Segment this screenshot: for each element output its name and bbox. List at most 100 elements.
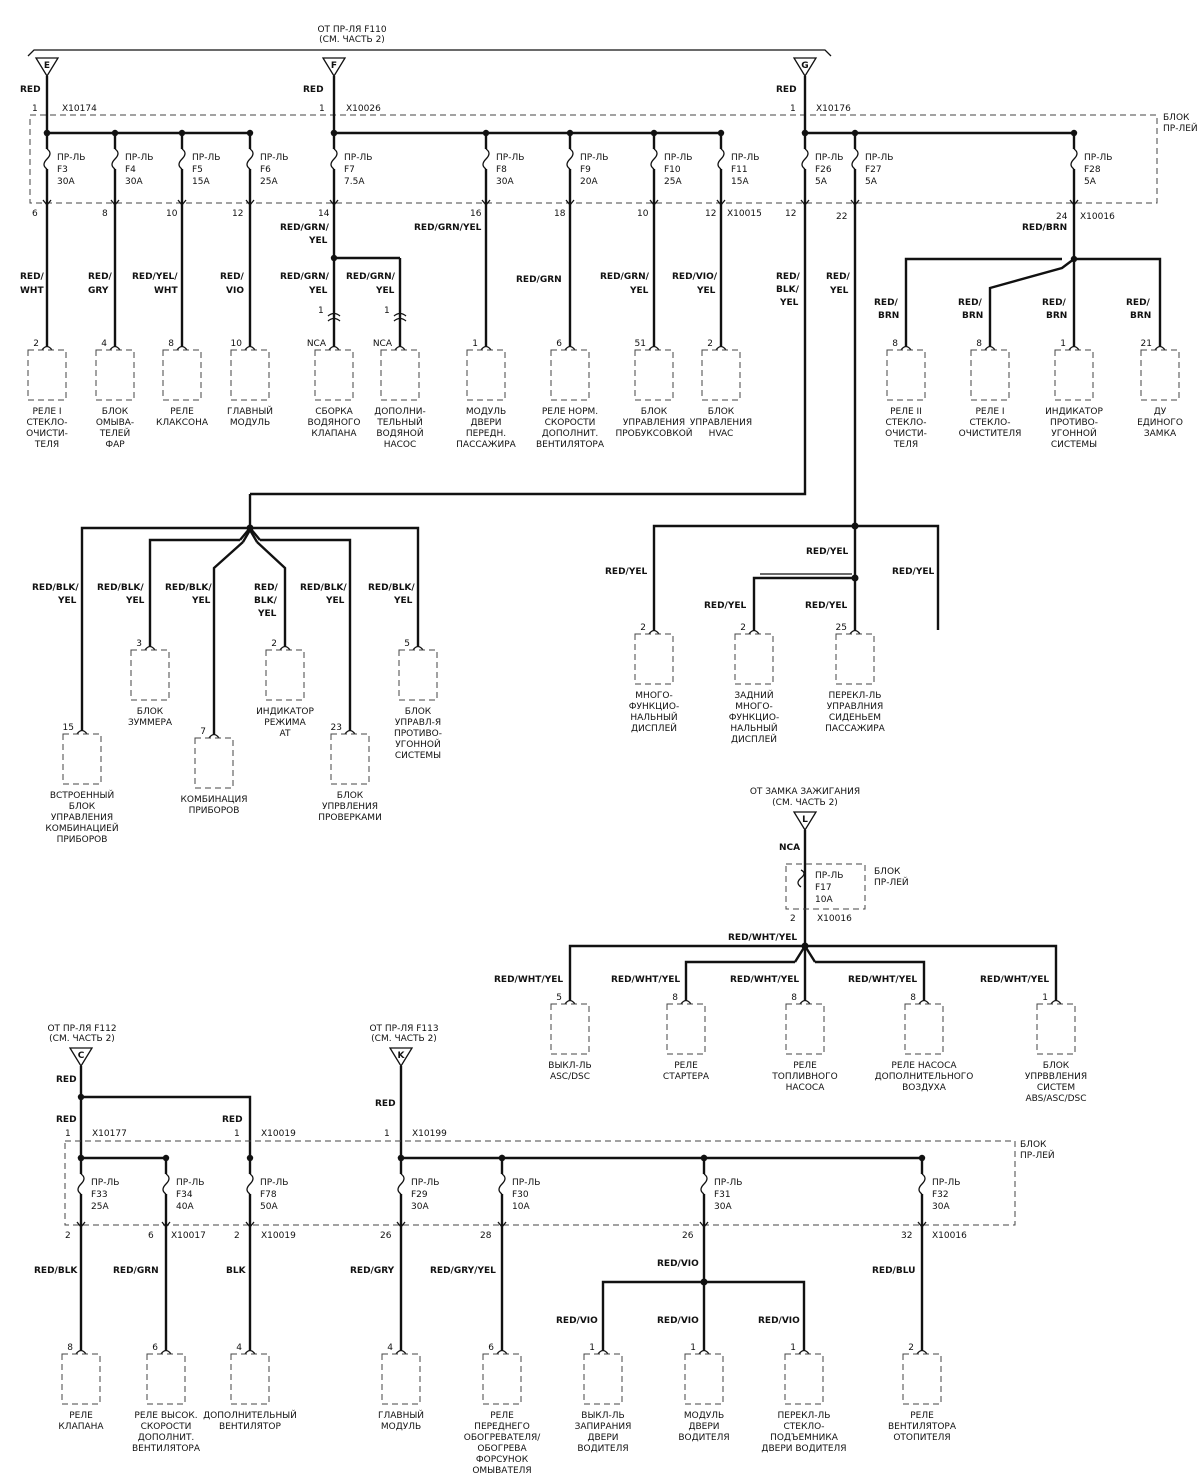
component-label: ДВЕРИ <box>470 418 501 428</box>
svg-text:RED/BLU: RED/BLU <box>872 1266 915 1276</box>
svg-text:ПР-ЛЬ: ПР-ЛЬ <box>580 153 608 163</box>
wire-ryel-e: RED/YEL <box>805 601 848 611</box>
svg-text:RED/VIO: RED/VIO <box>556 1316 598 1326</box>
component-label: РЕЛЕ <box>490 1411 514 1421</box>
wire-red-yel-wht-l1: RED/YEL/ <box>132 272 178 282</box>
wire-f26-l3: YEL <box>779 298 799 308</box>
component-label: ДОПОЛНИТ. <box>138 1433 195 1443</box>
component-label: РЕЛЕ II <box>890 407 922 417</box>
wire-rby-b-l1: RED/BLK/ <box>97 583 144 593</box>
wire-label-red-g: RED <box>776 85 797 95</box>
svg-text:8: 8 <box>102 209 108 219</box>
component-label: ПРИБОРОВ <box>57 835 108 845</box>
component-label: СИСТЕМЫ <box>395 751 441 761</box>
wire-brn3-l1: RED/ <box>1042 298 1067 308</box>
component-label: ЕДИНОГО <box>1137 418 1183 428</box>
component-label: ВЫКЛ-ЛЬ <box>581 1411 624 1421</box>
wire-brn3-l2: BRN <box>1046 311 1067 321</box>
svg-text:RED/VIO: RED/VIO <box>758 1316 800 1326</box>
svg-text:ПР-ЛЬ: ПР-ЛЬ <box>176 1178 204 1188</box>
source-ignition-line2: (СМ. ЧАСТЬ 2) <box>772 798 838 808</box>
component-label: СТАРТЕРА <box>663 1072 710 1082</box>
svg-text:26: 26 <box>380 1231 392 1241</box>
component-label: ПЕРЕДНЕГО <box>474 1422 530 1432</box>
svg-text:10: 10 <box>166 209 178 219</box>
component-label: УГОННОЙ <box>395 738 440 750</box>
svg-text:ПР-ЛЬ: ПР-ЛЬ <box>260 153 288 163</box>
svg-text:ПР-ЛЬ: ПР-ЛЬ <box>815 153 843 163</box>
svg-text:G: G <box>801 61 808 71</box>
component-label: ОМЫВА- <box>96 418 134 428</box>
svg-text:F30: F30 <box>512 1190 529 1200</box>
component-label: ЗУММЕРА <box>128 718 173 728</box>
component-label: НАСОСА <box>786 1083 826 1093</box>
component-label: МОДУЛЬ <box>230 418 270 428</box>
svg-text:F6: F6 <box>260 165 271 175</box>
svg-text:F5: F5 <box>192 165 203 175</box>
component-label: БЛОК <box>69 802 96 812</box>
component-label: ТЕЛЕЙ <box>99 427 130 439</box>
component-label: НАЛЬНЫЙ <box>730 722 777 734</box>
pin-number: 4 <box>101 339 107 349</box>
component-label: ФАР <box>105 440 125 450</box>
component-label: КОМБИНАЦИЕЙ <box>45 822 118 834</box>
component-label: ВЕНТИЛЯТОРА <box>132 1444 201 1454</box>
svg-text:L: L <box>802 815 808 825</box>
wire-f7a-l2: YEL <box>308 286 328 296</box>
pin-number: 15 <box>63 723 74 733</box>
svg-text:10A: 10A <box>815 895 833 905</box>
component-label: ТОПЛИВНОГО <box>771 1072 837 1082</box>
svg-text:RED/GRY: RED/GRY <box>350 1266 395 1276</box>
svg-text:F17: F17 <box>815 883 832 893</box>
svg-text:30A: 30A <box>411 1202 429 1212</box>
component-label: БЛОК <box>1043 1061 1070 1071</box>
connector-x10016: X10016 <box>1080 212 1115 222</box>
component-label: ТЕЛЯ <box>34 440 59 450</box>
component-label: МНОГО- <box>635 691 672 701</box>
component-label: ASC/DSC <box>550 1072 590 1082</box>
svg-text:5A: 5A <box>865 177 878 187</box>
component-label: ДВЕРИ <box>688 1422 719 1432</box>
pin-number: 8 <box>791 993 797 1003</box>
wire-f26-l1: RED/ <box>776 272 801 282</box>
pin-number: 7 <box>200 727 206 737</box>
svg-text:ПР-ЛЬ: ПР-ЛЬ <box>714 1178 742 1188</box>
svg-text:F33: F33 <box>91 1190 108 1200</box>
component-label: РЕЛЕ <box>69 1411 93 1421</box>
component-label: ДВЕРИ <box>587 1433 618 1443</box>
component-label: УПРАВЛ-Я <box>395 718 441 728</box>
pin-number: 2 <box>707 339 713 349</box>
pin-number: 1 <box>589 1343 595 1353</box>
svg-text:ПР-ЛЬ: ПР-ЛЬ <box>192 153 220 163</box>
component-label: ИНДИКАТОР <box>256 707 314 717</box>
svg-text:ПР-ЛЬ: ПР-ЛЬ <box>260 1178 288 1188</box>
pin-number: 6 <box>556 339 562 349</box>
svg-text:14: 14 <box>318 209 330 219</box>
wire-rby-a-l1: RED/BLK/ <box>32 583 79 593</box>
component-label: ВЕНТИЛЯТОР <box>219 1422 281 1432</box>
component-label: СТЕКЛО- <box>886 418 927 428</box>
component-label: ABS/ASC/DSC <box>1025 1094 1086 1104</box>
svg-text:X10017: X10017 <box>171 1231 206 1241</box>
svg-text:ПР-ЛЬ: ПР-ЛЬ <box>344 153 372 163</box>
wire-red-vio-l1: RED/ <box>220 272 245 282</box>
svg-text:20A: 20A <box>580 177 598 187</box>
component-label: ПЕРЕКЛ-ЛЬ <box>829 691 882 701</box>
svg-text:2: 2 <box>234 1231 240 1241</box>
component-label: МОДУЛЬ <box>381 1422 421 1432</box>
component-label: РЕЖИМА <box>264 718 306 728</box>
component-label: ДОПОЛНИТЕЛЬНОГО <box>875 1072 974 1082</box>
component-label: ПОДЪЕМНИКА <box>770 1433 839 1443</box>
fuse-block-top-label2: ПР-ЛЕЙ <box>1163 122 1198 134</box>
wire-brn2-l1: RED/ <box>958 298 983 308</box>
source-f112-line2: (СМ. ЧАСТЬ 2) <box>49 1034 115 1044</box>
